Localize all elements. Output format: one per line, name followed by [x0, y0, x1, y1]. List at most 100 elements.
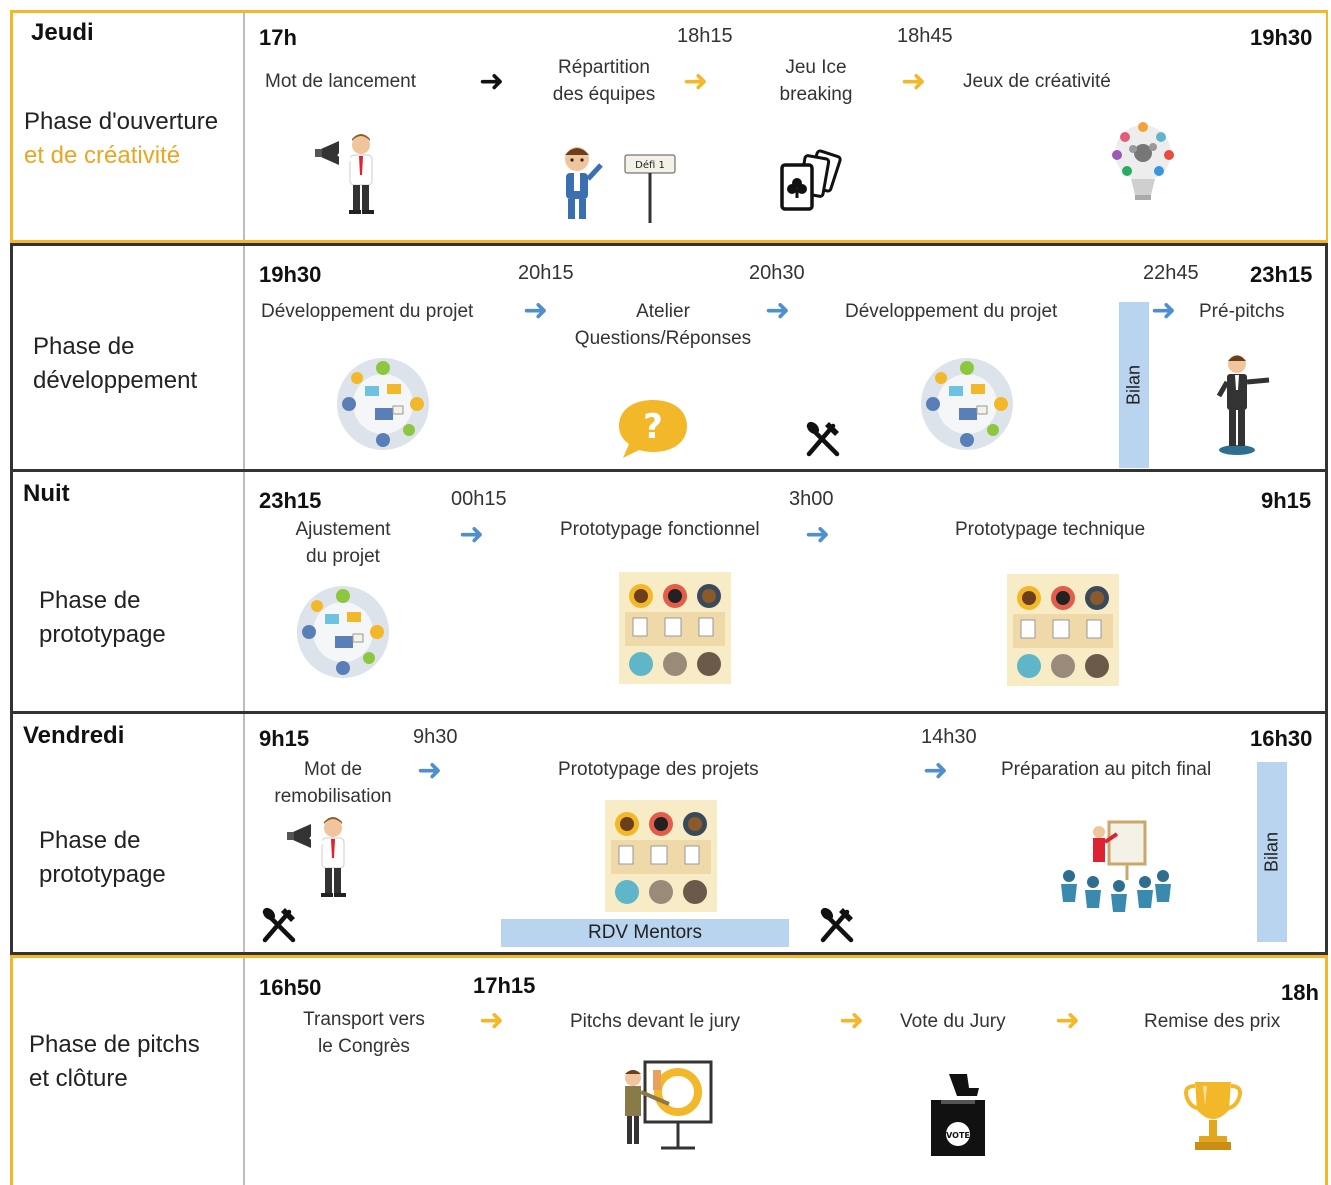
time-label: 14h30 [921, 726, 977, 748]
activity-label: Répartition des équipes [552, 57, 656, 105]
activity-label: Pitchs devant le jury [570, 1011, 741, 1032]
playing-cards-icon [780, 149, 842, 211]
arrow-icon: ➜ [1151, 294, 1177, 327]
activity-label: Développement du projet [845, 301, 1058, 322]
time-start: 9h15 [259, 726, 310, 751]
time-end: 18h [1281, 980, 1319, 1005]
bilan-label: Bilan [1123, 364, 1144, 406]
activity-label: Ajustement du projet [295, 519, 391, 567]
activity-label: Préparation au pitch final [1001, 759, 1212, 780]
teamwork-table-icon [337, 358, 429, 450]
arrow-icon: ➜ [923, 754, 949, 787]
phase-line-2: prototypage [39, 621, 166, 648]
fork-knife-icon [262, 907, 296, 943]
activity-label: Mot de remobilisation [274, 759, 392, 807]
phase-label: Phase de développement [33, 330, 197, 398]
teamwork-table-icon [921, 358, 1013, 450]
arrow-icon: ➜ [479, 1004, 505, 1037]
day-label: Vendredi [23, 722, 125, 749]
activity-label: Mot de lancement [265, 71, 417, 92]
fork-knife-icon [820, 907, 854, 943]
activity-label: Prototypage fonctionnel [560, 519, 760, 540]
idea-bulb-icon [1112, 122, 1174, 200]
arrow-icon: ➜ [683, 65, 709, 98]
activity-label: Remise des prix [1144, 1011, 1281, 1032]
time-label: 00h15 [451, 488, 507, 510]
time-end: 23h15 [1250, 262, 1313, 287]
column-separator [243, 472, 245, 711]
arrow-icon: ➜ [417, 754, 443, 787]
time-label: 20h30 [749, 262, 805, 284]
phase-line-1: Phase de pitchs [29, 1031, 200, 1058]
bilan-label: Bilan [1261, 831, 1282, 873]
row-vendredi: Vendredi Phase de prototypage 9h15 9h30 … [10, 714, 1328, 955]
arrow-icon: ➜ [459, 518, 485, 551]
phase-label: Phase de prototypage [39, 824, 166, 892]
arrow-icon: ➜ [765, 294, 791, 327]
row-developpement: Phase de développement 19h30 20h15 20h30… [10, 243, 1328, 472]
meeting-table-icon [1007, 574, 1119, 686]
arrow-icon: ➜ [901, 65, 927, 98]
activity-label: Transport vers le Congrès [303, 1009, 425, 1057]
rdv-mentors-bar: RDV Mentors [501, 919, 789, 947]
time-end: 16h30 [1250, 726, 1313, 751]
row-jeudi: Jeudi Phase d'ouverture et de créativité… [10, 10, 1328, 243]
time-start: 23h15 [259, 488, 322, 513]
activity-label: Jeu Ice breaking [779, 57, 853, 105]
phase-line-1: Phase de [39, 587, 141, 614]
activity-label: Vote du Jury [900, 1011, 1006, 1032]
activity-label: Développement du projet [261, 301, 474, 322]
column-separator [243, 246, 245, 469]
row-pitchs-cloture: Phase de pitchs et clôture 16h50 17h15 1… [10, 955, 1328, 1185]
activity-label: Pré-pitchs [1199, 301, 1285, 322]
bilan-bar: Bilan [1119, 302, 1149, 468]
activity-label: Atelier Questions/Réponses [574, 301, 752, 349]
activity-label: Prototypage des projets [558, 759, 759, 780]
phase-line-2: développement [33, 367, 198, 394]
time-start: 19h30 [259, 262, 322, 287]
time-start: 17h [259, 25, 297, 50]
businessman-icon [1216, 355, 1270, 455]
trophy-icon [1184, 1082, 1242, 1150]
arrow-icon: ➜ [839, 1004, 865, 1037]
time-label: 20h15 [518, 262, 574, 284]
vote-text: VOTE [946, 1131, 970, 1140]
phase-label: Phase de prototypage [39, 584, 166, 652]
phase-line-1: Phase d'ouverture [24, 108, 219, 135]
meeting-table-icon [605, 800, 717, 912]
arrow-icon: ➜ [523, 294, 549, 327]
bilan-bar: Bilan [1257, 762, 1287, 942]
phase-line-1: Phase de [39, 827, 141, 854]
time-label: 17h15 [473, 973, 536, 998]
pitch-board-icon [625, 1060, 713, 1150]
phase-label: Phase d'ouverture et de créativité [24, 105, 218, 173]
phase-line-2: et de créativité [24, 142, 181, 169]
arrow-icon: ➜ [805, 518, 831, 551]
time-label: 18h45 [897, 25, 953, 47]
megaphone-man-icon [287, 817, 346, 897]
presentation-group-icon [1061, 820, 1171, 912]
column-separator [243, 958, 245, 1185]
day-label: Jeudi [31, 19, 94, 46]
activity-label: Jeux de créativité [963, 71, 1111, 92]
question-bubble-icon: ? [619, 400, 687, 458]
meeting-table-icon [619, 572, 731, 684]
phase-label: Phase de pitchs et clôture [29, 1028, 200, 1096]
teamwork-table-icon [297, 586, 389, 678]
arrow-icon: ➜ [479, 65, 505, 98]
time-label: 9h30 [413, 726, 458, 748]
time-end: 9h15 [1261, 488, 1312, 513]
row-nuit: Nuit Phase de prototypage 23h15 00h15 3h… [10, 472, 1328, 714]
sign-text: Défi 1 [635, 159, 665, 171]
time-end: 19h30 [1250, 25, 1313, 50]
presenter-sign-icon: Défi 1 [565, 147, 676, 223]
time-label: 18h15 [677, 25, 733, 47]
fork-knife-icon [806, 421, 840, 457]
column-separator [243, 13, 245, 240]
question-mark: ? [643, 407, 663, 447]
megaphone-man-icon [315, 134, 374, 214]
column-separator [243, 714, 245, 952]
activity-label: Prototypage technique [955, 519, 1146, 540]
time-label: 3h00 [789, 488, 834, 510]
phase-line-2: et clôture [29, 1065, 128, 1092]
